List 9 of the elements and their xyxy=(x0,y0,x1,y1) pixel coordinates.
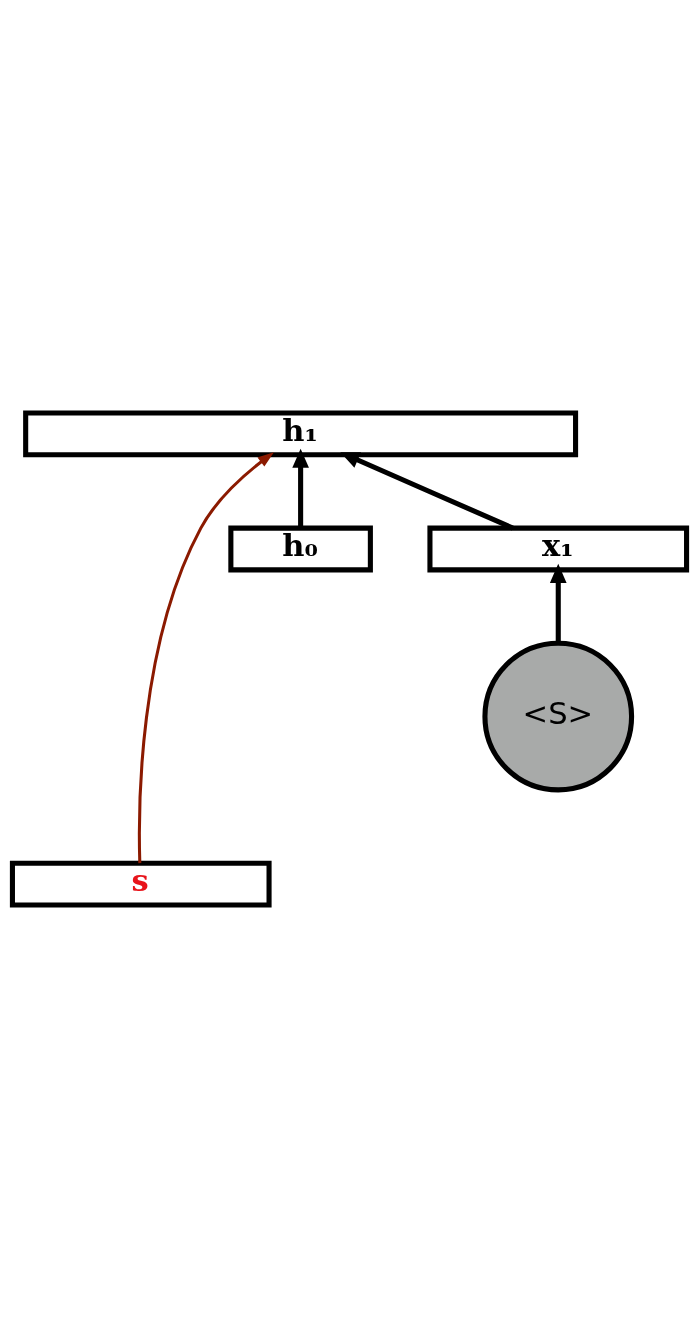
arrow xyxy=(340,451,514,530)
node-box: h₀ xyxy=(228,525,373,572)
node-box: h₁ xyxy=(23,410,579,457)
arrow xyxy=(137,451,274,863)
node-box: s xyxy=(9,860,272,907)
arrow xyxy=(292,448,309,528)
node-box: x₁ xyxy=(427,525,690,572)
arrow xyxy=(549,563,567,643)
node-circle: <S> xyxy=(482,640,635,792)
